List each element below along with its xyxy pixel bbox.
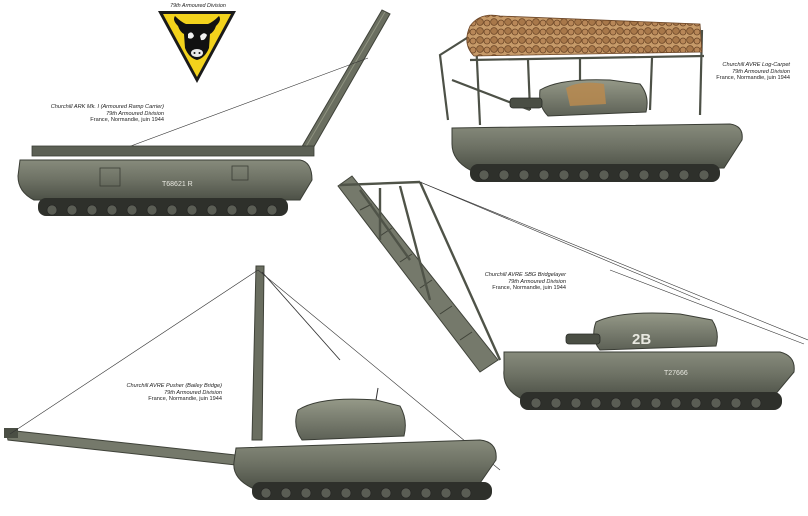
caption-log-carpet-line-2: 79th Armoured Division xyxy=(732,68,790,75)
caption-sbg-line-3: France, Normandie, juin 1944 xyxy=(492,285,566,292)
caption-ark-line-2: 79th Armoured Division xyxy=(106,110,164,117)
sbg-serial: T27666 xyxy=(664,370,688,377)
caption-sbg: Churchill AVRE SBG Bridgelayer 79th Armo… xyxy=(464,272,566,292)
caption-pusher-line-3: France, Normandie, juin 1944 xyxy=(148,396,222,403)
ark-serial: T68621 R xyxy=(162,181,193,188)
caption-ark-line-3: France, Normandie, juin 1944 xyxy=(90,117,164,124)
caption-pusher: Churchill AVRE Pusher (Bailey Bridge) 79… xyxy=(112,383,222,403)
tank-pusher xyxy=(4,265,501,500)
sbg-turret-number: 2B xyxy=(632,331,651,348)
caption-pusher-line-1: Churchill AVRE Pusher (Bailey Bridge) xyxy=(126,383,222,389)
division-label: 79th Armoured Division xyxy=(170,3,226,9)
caption-sbg-line-1: Churchill AVRE SBG Bridgelayer xyxy=(484,272,566,278)
tank-log-carpet xyxy=(438,14,743,182)
division-badge xyxy=(158,11,236,83)
caption-pusher-line-2: 79th Armoured Division xyxy=(164,389,222,396)
caption-sbg-line-2: 79th Armoured Division xyxy=(508,278,566,285)
caption-log-carpet-line-1: Churchill AVRE Log-Carpet xyxy=(722,62,790,68)
tank-ark: T68621 R xyxy=(17,9,391,216)
caption-log-carpet-line-3: France, Normandie, juin 1944 xyxy=(716,75,790,82)
caption-ark-line-1: Churchill ARK Mk. I (Armoured Ramp Carri… xyxy=(50,104,164,110)
caption-log-carpet: Churchill AVRE Log-Carpet 79th Armoured … xyxy=(690,62,790,82)
tank-sbg-bridgelayer: 2B T27666 xyxy=(337,175,808,410)
caption-ark: Churchill ARK Mk. I (Armoured Ramp Carri… xyxy=(40,104,164,124)
